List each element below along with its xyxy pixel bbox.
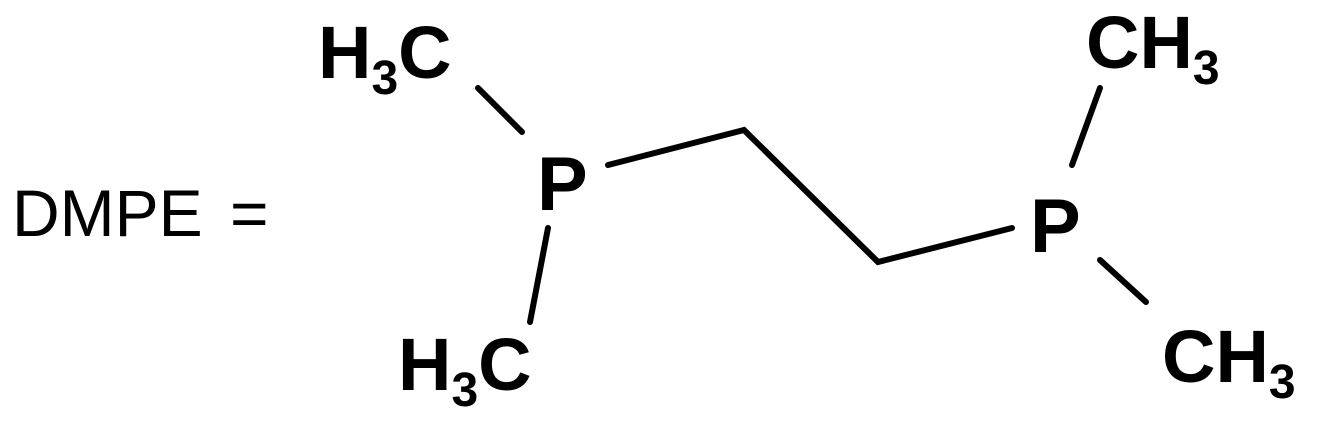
bond-right-p-to-top-methyl (1069, 85, 1103, 168)
left-phosphorus-atom: P (537, 142, 588, 227)
left-top-methyl-label: H3C (318, 11, 452, 105)
bond-left-p-to-bottom-methyl (527, 225, 551, 325)
equals-sign: = (230, 176, 269, 250)
right-phosphorus-atom: P (1030, 184, 1081, 269)
bonds (475, 85, 1149, 325)
bond-ethylene-bridge (605, 126, 1015, 266)
left-bottom-methyl-label: H3C (398, 323, 532, 417)
formula-label: DMPE = (12, 176, 269, 250)
right-top-methyl-label: CH3 (1086, 1, 1220, 95)
bond-left-top-methyl-to-p (475, 85, 525, 135)
bond-right-p-to-bottom-methyl (1097, 257, 1149, 305)
right-bottom-methyl-label: CH3 (1162, 315, 1296, 409)
molecule-name: DMPE (12, 176, 203, 250)
